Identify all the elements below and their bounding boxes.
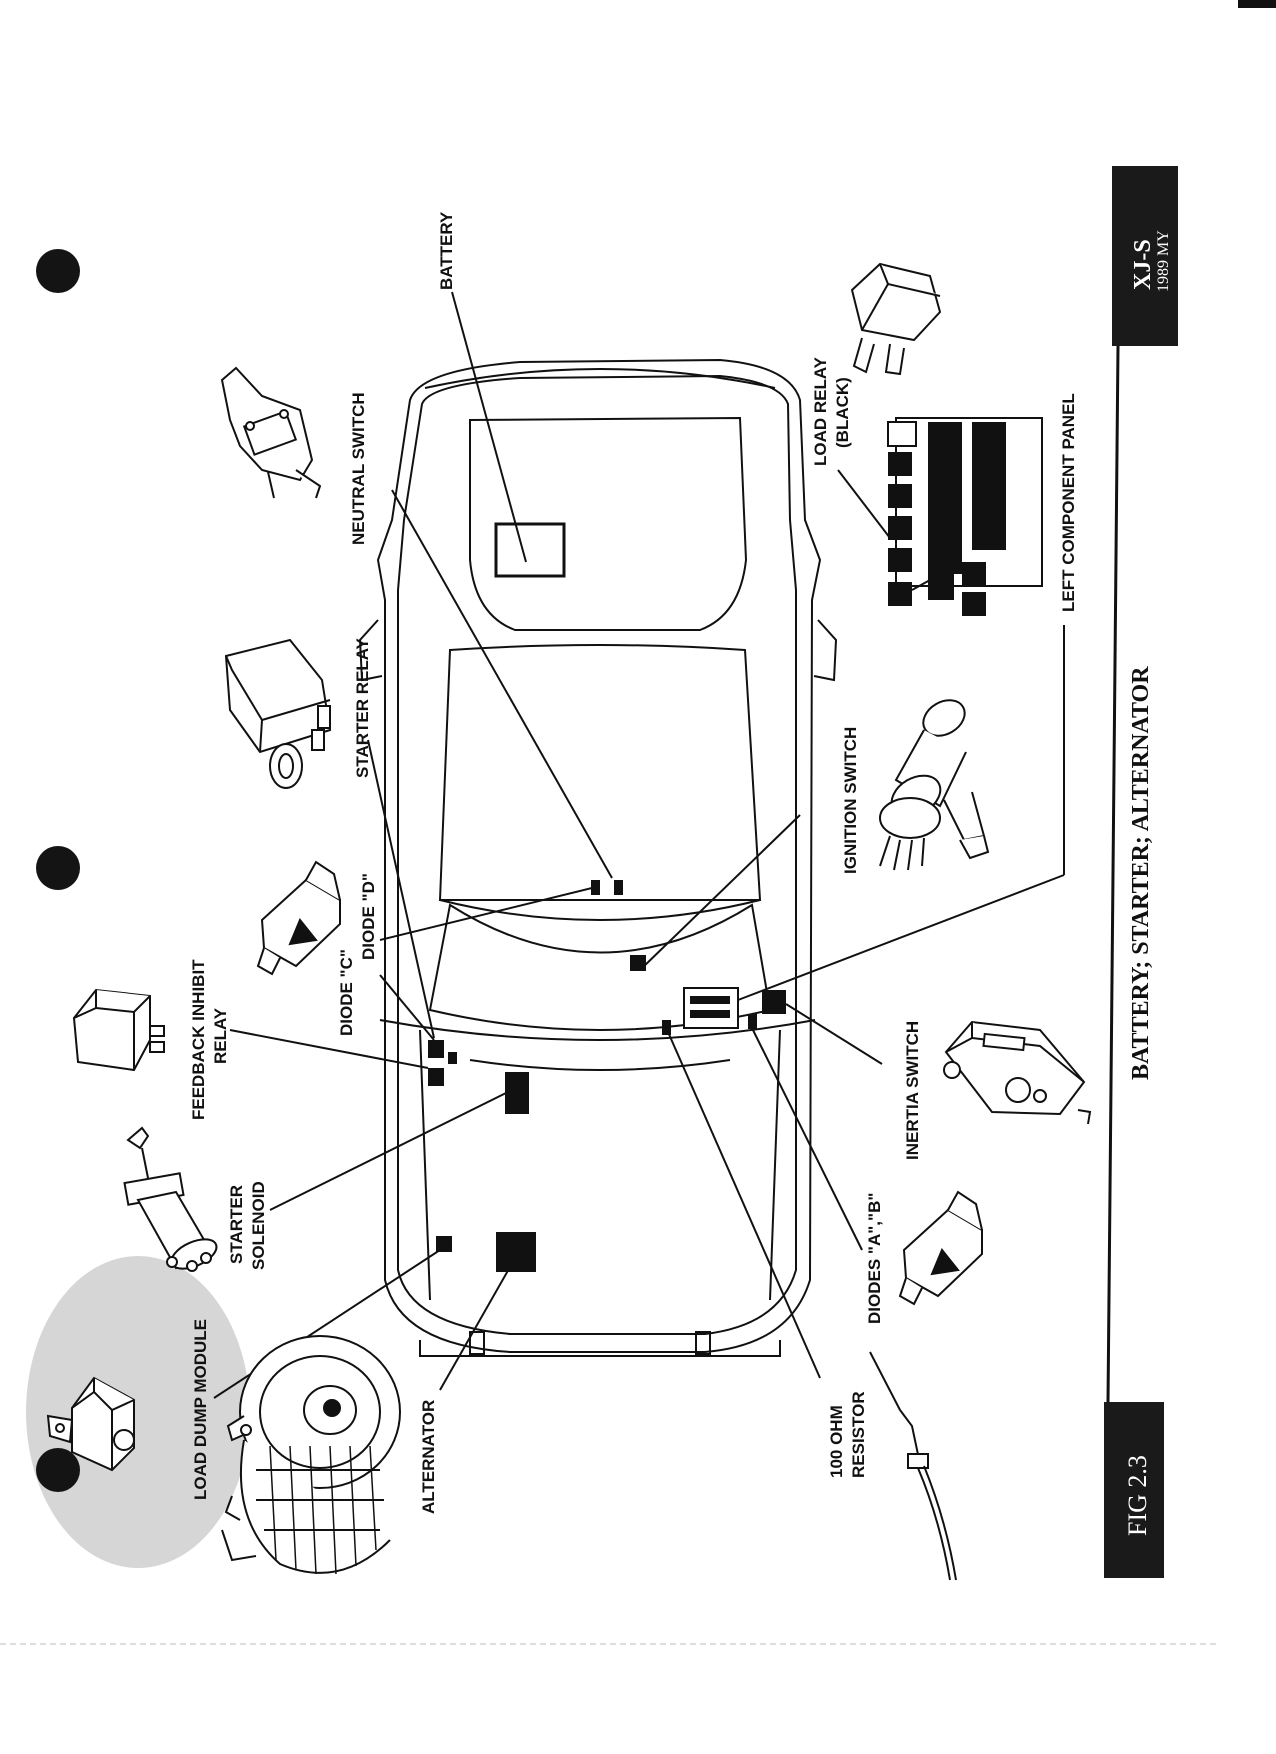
diode-cd-illustration	[256, 860, 341, 976]
marker-diodes-ab	[748, 1014, 757, 1029]
label-starter-solenoid-1: STARTER	[227, 1185, 246, 1264]
title-strip: FIG 2.3 BATTERY; STARTER; ALTERNATOR XJ-…	[1104, 166, 1178, 1578]
title-strip-bottom-block	[1104, 1402, 1164, 1578]
marker-diode-c	[428, 1040, 444, 1058]
title-strip-rule	[1106, 345, 1120, 1403]
label-resistor-2: RESISTOR	[849, 1391, 868, 1478]
fig-number: FIG 2.3	[1123, 1455, 1152, 1536]
marker-left-component-panel	[683, 987, 739, 1029]
punch-holes	[36, 249, 80, 890]
neutral-switch-illustration	[220, 366, 322, 499]
left-component-panel-illustration	[887, 417, 1043, 616]
labels: BATTERY NEUTRAL SWITCH STARTER RELAY DIO…	[189, 211, 1078, 1514]
load-dump-module-illustration	[46, 1376, 135, 1472]
corner-mark	[1238, 0, 1276, 8]
diodes-ab-illustration	[898, 1190, 983, 1306]
label-diode-c: DIODE "C"	[337, 949, 356, 1036]
title-strip-top-block	[1112, 166, 1178, 346]
marker-load-dump	[436, 1236, 452, 1252]
starter-solenoid-illustration	[123, 1126, 218, 1272]
label-load-relay-2: (BLACK)	[833, 377, 852, 448]
battery-location	[494, 522, 566, 578]
punch-hole-top	[36, 249, 80, 293]
model-year: 1989 MY	[1155, 230, 1172, 292]
label-feedback-inhibit-1: FEEDBACK INHIBIT	[189, 959, 208, 1120]
starter-relay-illustration	[224, 638, 332, 789]
marker-starter-relay	[448, 1052, 457, 1064]
feedback-relay-illustration	[72, 988, 165, 1072]
ignition-switch-illustration	[879, 699, 990, 871]
load-dump-highlight	[26, 1256, 250, 1568]
punch-hole-bottom	[36, 1448, 80, 1492]
component-markers	[428, 880, 786, 1272]
alternator-illustration	[221, 1335, 401, 1575]
label-left-component-panel: LEFT COMPONENT PANEL	[1059, 393, 1078, 612]
leader-lines	[213, 291, 1065, 1399]
label-resistor-1: 100 OHM	[827, 1405, 846, 1478]
inertia-switch-illustration	[943, 1020, 1092, 1125]
label-battery: BATTERY	[437, 211, 456, 290]
model-name: XJ-S	[1130, 239, 1156, 290]
label-load-relay-1: LOAD RELAY	[811, 356, 830, 466]
load-relay-illustration	[850, 262, 942, 376]
label-feedback-inhibit-2: RELAY	[211, 1007, 230, 1064]
marker-alternator	[496, 1232, 536, 1272]
marker-resistor	[662, 1020, 671, 1035]
label-alternator: ALTERNATOR	[419, 1400, 438, 1514]
diagram-title: BATTERY; STARTER; ALTERNATOR	[1128, 666, 1154, 1080]
punch-hole-middle	[36, 846, 80, 890]
label-ignition-switch: IGNITION SWITCH	[841, 727, 860, 874]
marker-diode-d	[591, 880, 600, 895]
label-starter-relay: STARTER RELAY	[353, 638, 372, 778]
label-load-dump-module: LOAD DUMP MODULE	[191, 1319, 210, 1500]
marker-feedback-relay	[428, 1068, 444, 1086]
marker-neutral-switch	[614, 880, 623, 895]
label-inertia-switch: INERTIA SWITCH	[903, 1021, 922, 1160]
marker-ignition-switch	[630, 955, 646, 971]
car-outline	[358, 358, 838, 1357]
resistor-illustration	[869, 1351, 957, 1581]
label-starter-solenoid-2: SOLENOID	[249, 1181, 268, 1270]
label-diode-d: DIODE "D"	[359, 873, 378, 960]
label-diodes-ab: DIODES "A","B"	[865, 1193, 884, 1324]
marker-inertia-switch	[762, 990, 786, 1014]
label-neutral-switch: NEUTRAL SWITCH	[349, 392, 368, 545]
marker-starter-solenoid	[505, 1072, 529, 1114]
